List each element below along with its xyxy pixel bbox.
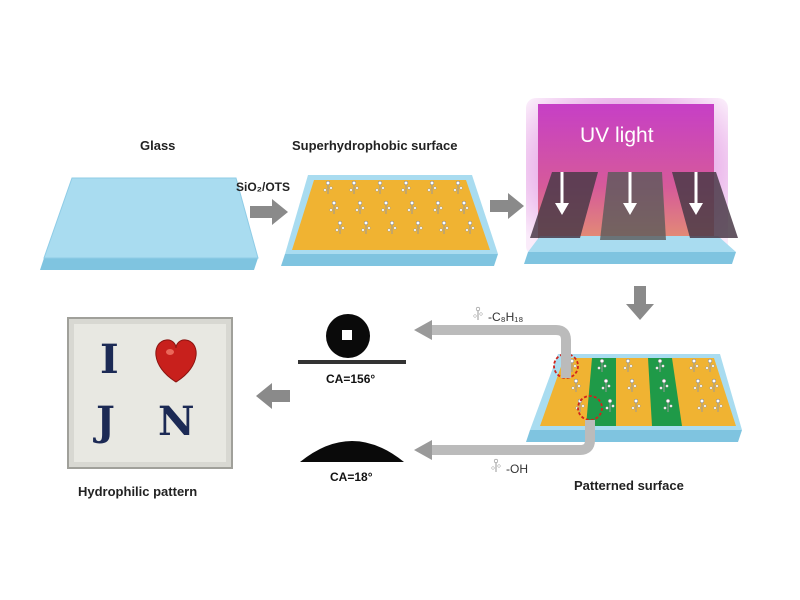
- glass-slab: [40, 177, 259, 270]
- label-contact-angle-high: CA=156°: [326, 372, 376, 386]
- connector-to-hydrophobic-droplet: [414, 320, 571, 378]
- zoom-circle-hydrophilic: [577, 395, 603, 421]
- hydrophilic-stripe-2: [648, 358, 682, 426]
- pattern-letter-i: I: [100, 336, 119, 383]
- connector-to-hydrophilic-droplet: [414, 420, 595, 460]
- label-contact-angle-low: CA=18°: [330, 470, 373, 484]
- droplet-image-hydrophobic: [296, 306, 408, 372]
- label-patterned: Patterned surface: [574, 478, 684, 493]
- label-hydroxyl-group: -OH: [506, 462, 528, 476]
- hydroxyl-molecule-icon: [491, 458, 501, 473]
- photomask-strip-right: [672, 172, 738, 238]
- label-glass: Glass: [140, 138, 176, 153]
- droplet-image-hydrophilic: [296, 418, 408, 468]
- superhydrophobic-slab: [281, 175, 498, 266]
- hydrophilic-stripe-1: [586, 358, 616, 426]
- arrow-glass-to-coated: [250, 199, 288, 225]
- alkyl-molecule-icon: [473, 306, 483, 321]
- pattern-letter-j: J: [96, 398, 115, 445]
- label-reagent: SiO₂/OTS: [236, 180, 291, 194]
- label-alkyl-group: -C₈H₁₈: [488, 310, 524, 324]
- arrow-uv-to-patterned: [626, 286, 654, 320]
- label-hydrophilic-pattern: Hydrophilic pattern: [78, 484, 198, 499]
- pattern-letter-n: N: [158, 398, 195, 445]
- hydrophilic-pattern-photo: [67, 317, 233, 469]
- heart-droplet: [155, 339, 197, 383]
- arrow-to-hydrophilic-pattern: [256, 383, 290, 409]
- patterned-slab: [526, 353, 742, 442]
- arrow-coated-to-uv: [490, 193, 524, 219]
- label-uv-light: UV light: [580, 124, 654, 147]
- label-superhydrophobic: Superhydrophobic surface: [292, 138, 458, 153]
- uv-ray-arrows: [555, 172, 703, 215]
- uv-exposure-panel: [524, 98, 738, 264]
